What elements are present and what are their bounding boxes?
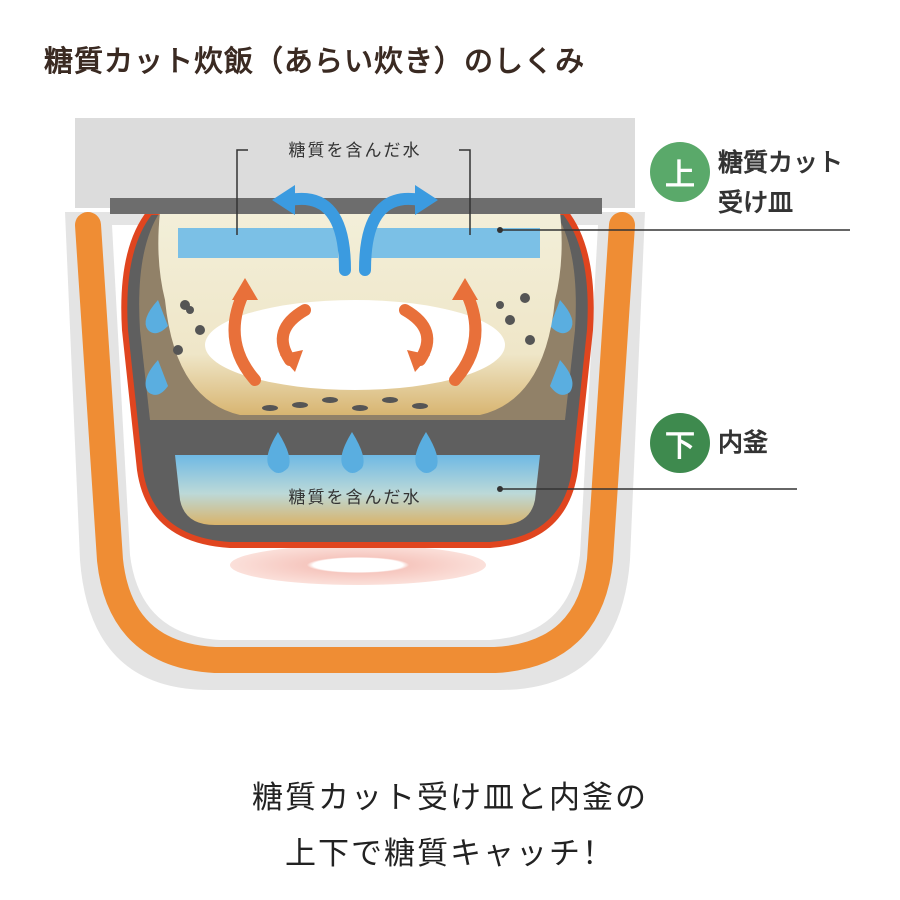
caption: 糖質カット受け皿と内釜の 上下で糖質キャッチ！ (0, 770, 900, 882)
bottom-water-label: 糖質を含んだ水 (289, 488, 422, 508)
lid-plate (110, 198, 602, 214)
diagram-title: 糖質カット炊飯（あらい炊き）のしくみ (44, 44, 586, 78)
upper-badge: 上 (650, 142, 710, 202)
top-water-label: 糖質を含んだ水 (289, 141, 422, 161)
heat-plate (230, 545, 486, 585)
water-drops (145, 300, 573, 473)
steam-arrows (228, 192, 482, 386)
upper-label-line2: 受け皿 (718, 188, 794, 217)
heater (75, 212, 635, 673)
cooker-lid (75, 118, 635, 208)
bottom-water (175, 455, 540, 525)
upper-label-line1: 糖質カット (718, 148, 844, 177)
caption-line1: 糖質カット受け皿と内釜の (252, 780, 648, 816)
caption-line2: 上下で糖質キャッチ！ (285, 836, 615, 872)
upper-label: 糖質カット 受け皿 (718, 143, 843, 223)
lower-label: 内釜 (718, 428, 769, 457)
lower-badge: 下 (650, 413, 710, 473)
tray-water (178, 228, 338, 258)
